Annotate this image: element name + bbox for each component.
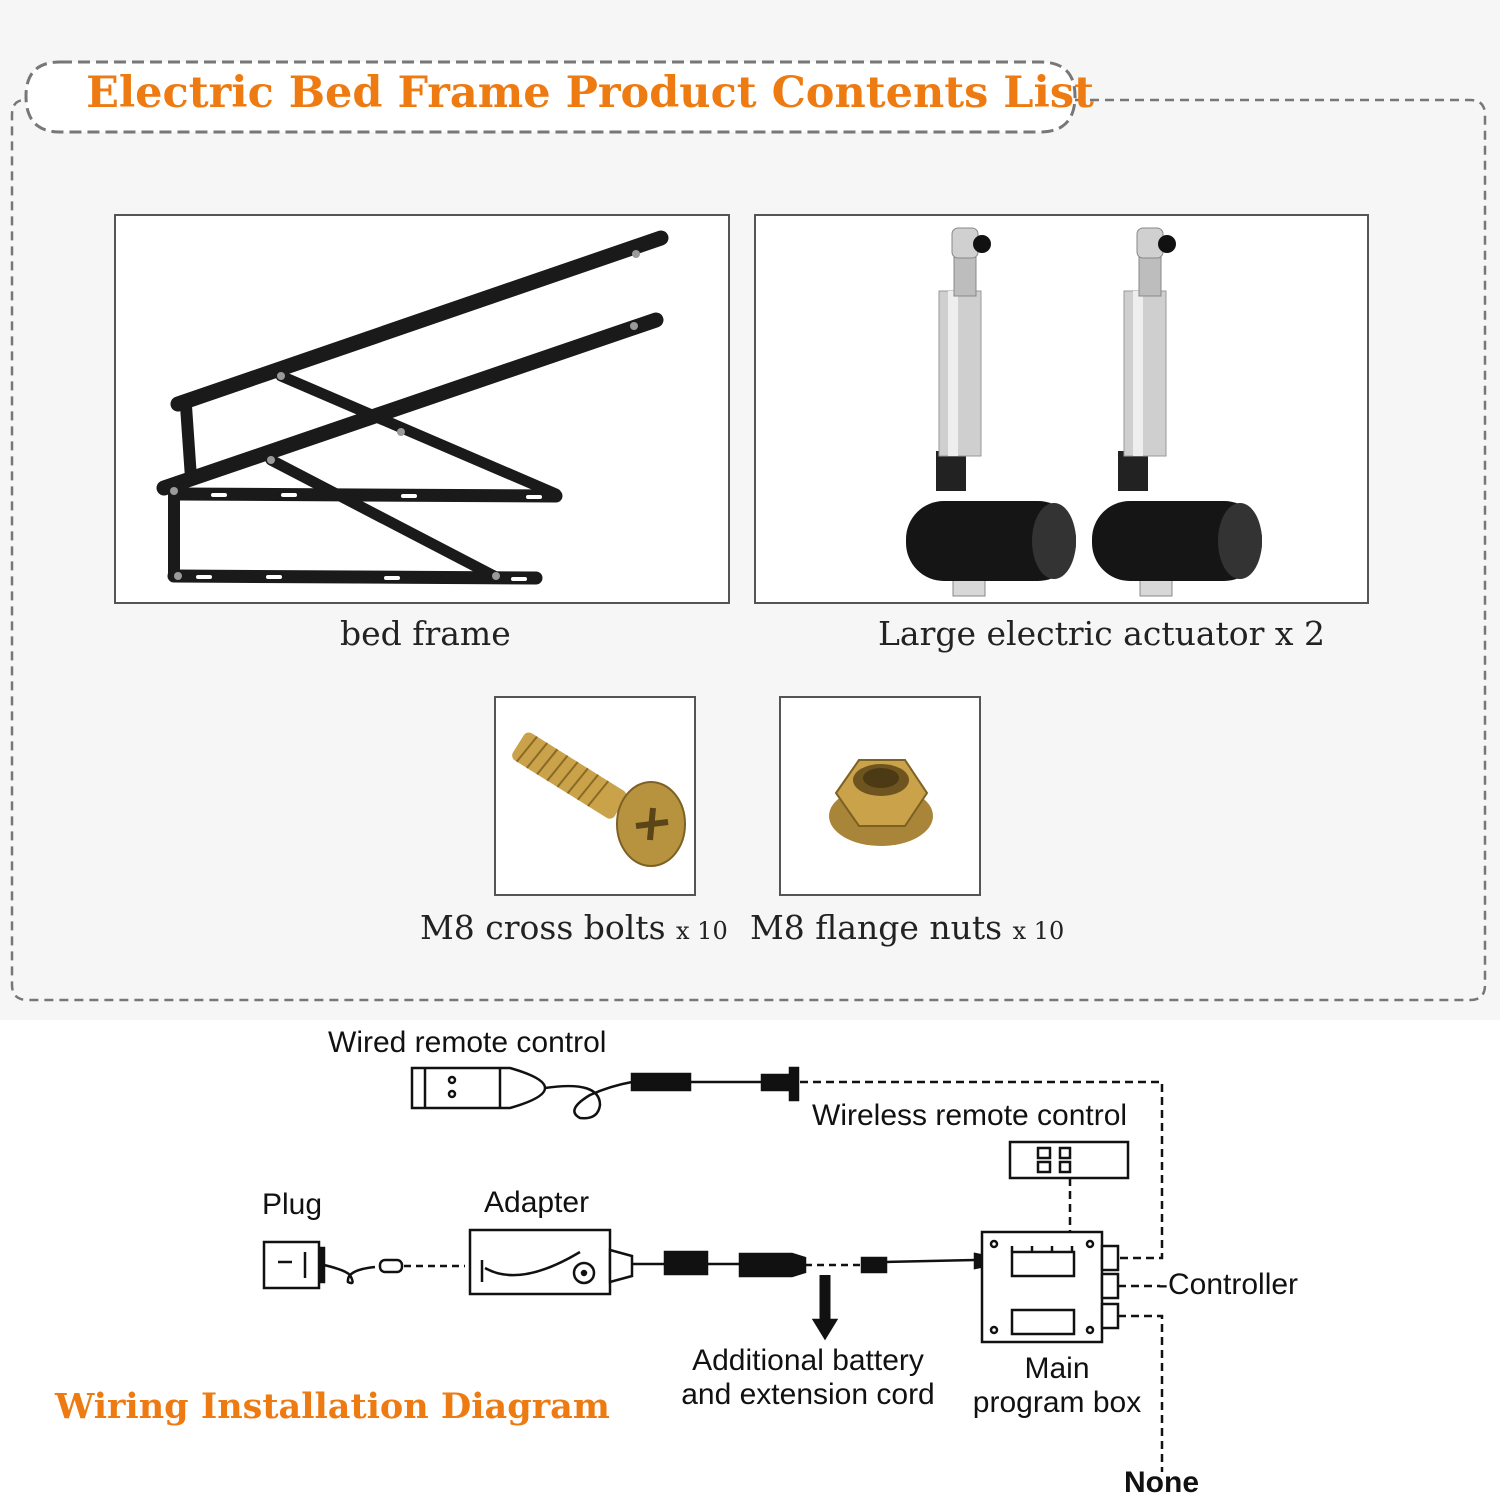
- main-program-box-label: Main program box: [972, 1352, 1142, 1419]
- wireless-remote-label: Wireless remote control: [812, 1099, 1128, 1132]
- contents-title: Electric Bed Frame Product Contents List: [86, 68, 1094, 118]
- contents-panel-outline: [10, 60, 1487, 1002]
- nut-caption: M8 flange nuts x 10: [750, 908, 1065, 947]
- bed-frame-caption: bed frame: [340, 614, 511, 653]
- wiring-diagram: [262, 1066, 1164, 1472]
- wireless-remote-icon: [1008, 1140, 1130, 1180]
- battery-extension-label: Additional battery and extension cord: [681, 1344, 935, 1411]
- wired-remote-icon: [410, 1066, 633, 1120]
- plug-icon: [262, 1240, 404, 1290]
- nut-image: [779, 696, 981, 896]
- controller-label: -Controller: [1158, 1268, 1299, 1301]
- adapter-icon: [468, 1228, 634, 1296]
- none-label: None: [1124, 1466, 1199, 1499]
- wired-remote-label: Wired remote control: [328, 1026, 607, 1059]
- main-program-box-icon: [980, 1230, 1120, 1344]
- actuator-left: [906, 227, 1076, 597]
- adapter-label: Adapter: [484, 1186, 590, 1219]
- wiring-title: Wiring Installation Diagram: [55, 1386, 610, 1427]
- plug-label: Plug: [262, 1188, 323, 1221]
- arrow-down-icon: [811, 1275, 839, 1341]
- actuator-image: [754, 214, 1369, 604]
- bolt-caption: M8 cross bolts x 10: [420, 908, 728, 947]
- bed-frame-image: [114, 214, 730, 604]
- actuator-right: [1092, 227, 1262, 597]
- bolt-image: [494, 696, 696, 896]
- actuator-caption: Large electric actuator x 2: [878, 614, 1325, 653]
